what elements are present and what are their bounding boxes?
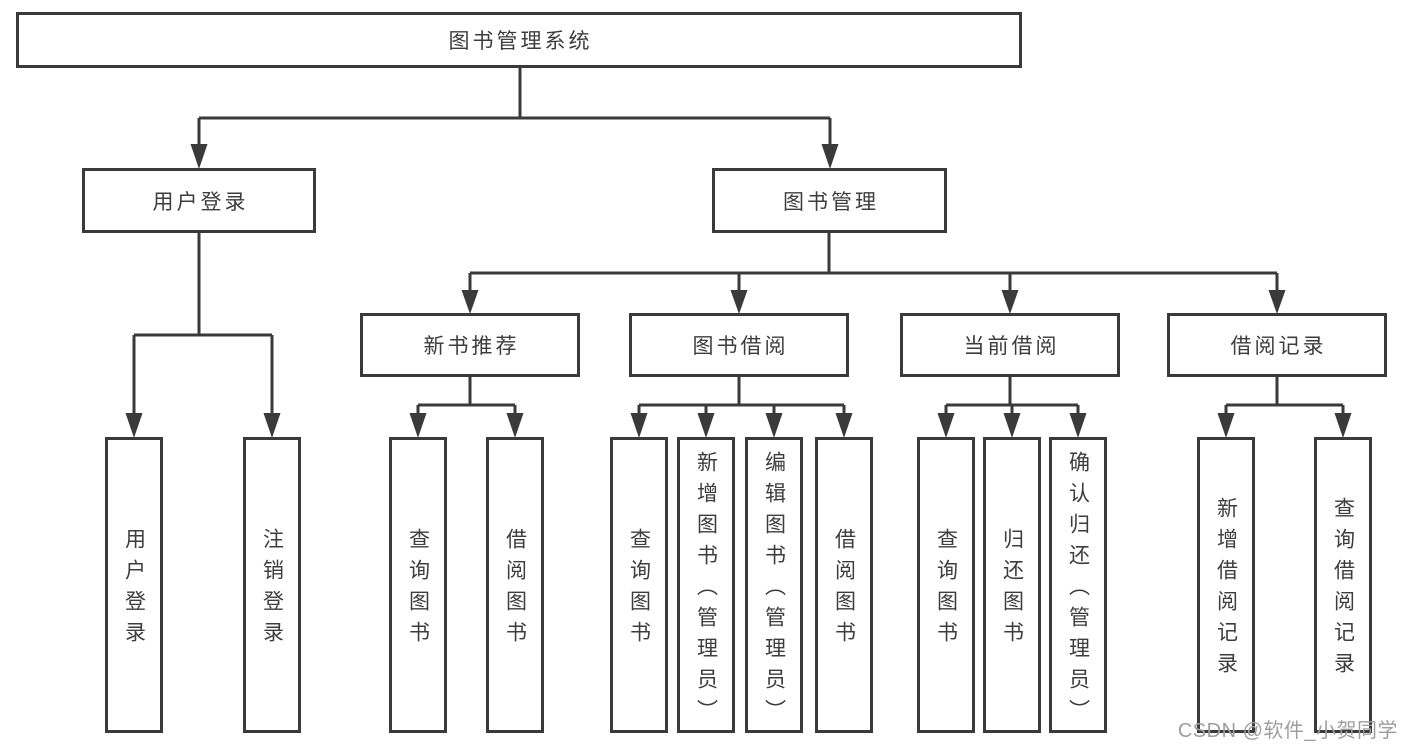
leaf-label: 查询图书 [934, 528, 958, 652]
leaf-query-books-borrowing: 查询图书 [610, 437, 668, 733]
node-new-book-recommend: 新书推荐 [360, 313, 580, 377]
node-book-borrowing: 图书借阅 [629, 313, 849, 377]
node-book-management: 图书管理 [712, 168, 947, 233]
node-borrowing-records: 借阅记录 [1167, 313, 1387, 377]
node-label: 图书借阅 [692, 335, 789, 358]
leaf-label: 借阅图书 [503, 528, 527, 652]
leaf-add-borrow-record: 新增借阅记录 [1197, 437, 1255, 733]
leaf-query-books-current: 查询图书 [917, 437, 975, 733]
leaf-borrow-books-recommend: 借阅图书 [486, 437, 544, 733]
watermark: CSDN @软件_小贺同学 [1177, 720, 1398, 742]
leaf-label: 归还图书 [1000, 528, 1024, 652]
node-user-login-branch: 用户登录 [82, 168, 316, 233]
leaf-query-books-recommend: 查询图书 [389, 437, 447, 733]
leaf-label: 新增借阅记录 [1214, 497, 1238, 683]
node-label: 图书管理 [783, 190, 879, 214]
leaf-confirm-return-admin: 确认归还（管理员） [1049, 437, 1107, 733]
leaf-logout: 注销登录 [243, 437, 301, 733]
leaf-label: 用户登录 [122, 528, 146, 652]
node-label: 图书管理系统 [448, 30, 593, 53]
leaf-label: 新增图书（管理员） [694, 450, 718, 730]
leaf-label: 查询图书 [627, 528, 651, 652]
node-label: 用户登录 [152, 190, 249, 214]
leaf-label: 借阅图书 [832, 528, 856, 652]
leaf-label: 编辑图书（管理员） [762, 450, 786, 730]
leaf-user-login: 用户登录 [105, 437, 163, 733]
leaf-label: 注销登录 [260, 528, 284, 652]
node-label: 借阅记录 [1230, 335, 1327, 358]
node-library-management-system: 图书管理系统 [16, 12, 1022, 68]
leaf-edit-books-admin: 编辑图书（管理员） [745, 437, 803, 733]
node-label: 新书推荐 [423, 335, 520, 358]
leaf-label: 查询借阅记录 [1331, 497, 1355, 683]
node-label: 当前借阅 [963, 335, 1060, 358]
leaf-label: 查询图书 [406, 528, 430, 652]
leaf-query-borrow-record: 查询借阅记录 [1314, 437, 1372, 733]
node-current-borrowing: 当前借阅 [900, 313, 1120, 377]
leaf-label: 确认归还（管理员） [1066, 450, 1090, 730]
leaf-add-books-admin: 新增图书（管理员） [677, 437, 735, 733]
leaf-return-books: 归还图书 [983, 437, 1041, 733]
leaf-borrow-books: 借阅图书 [815, 437, 873, 733]
